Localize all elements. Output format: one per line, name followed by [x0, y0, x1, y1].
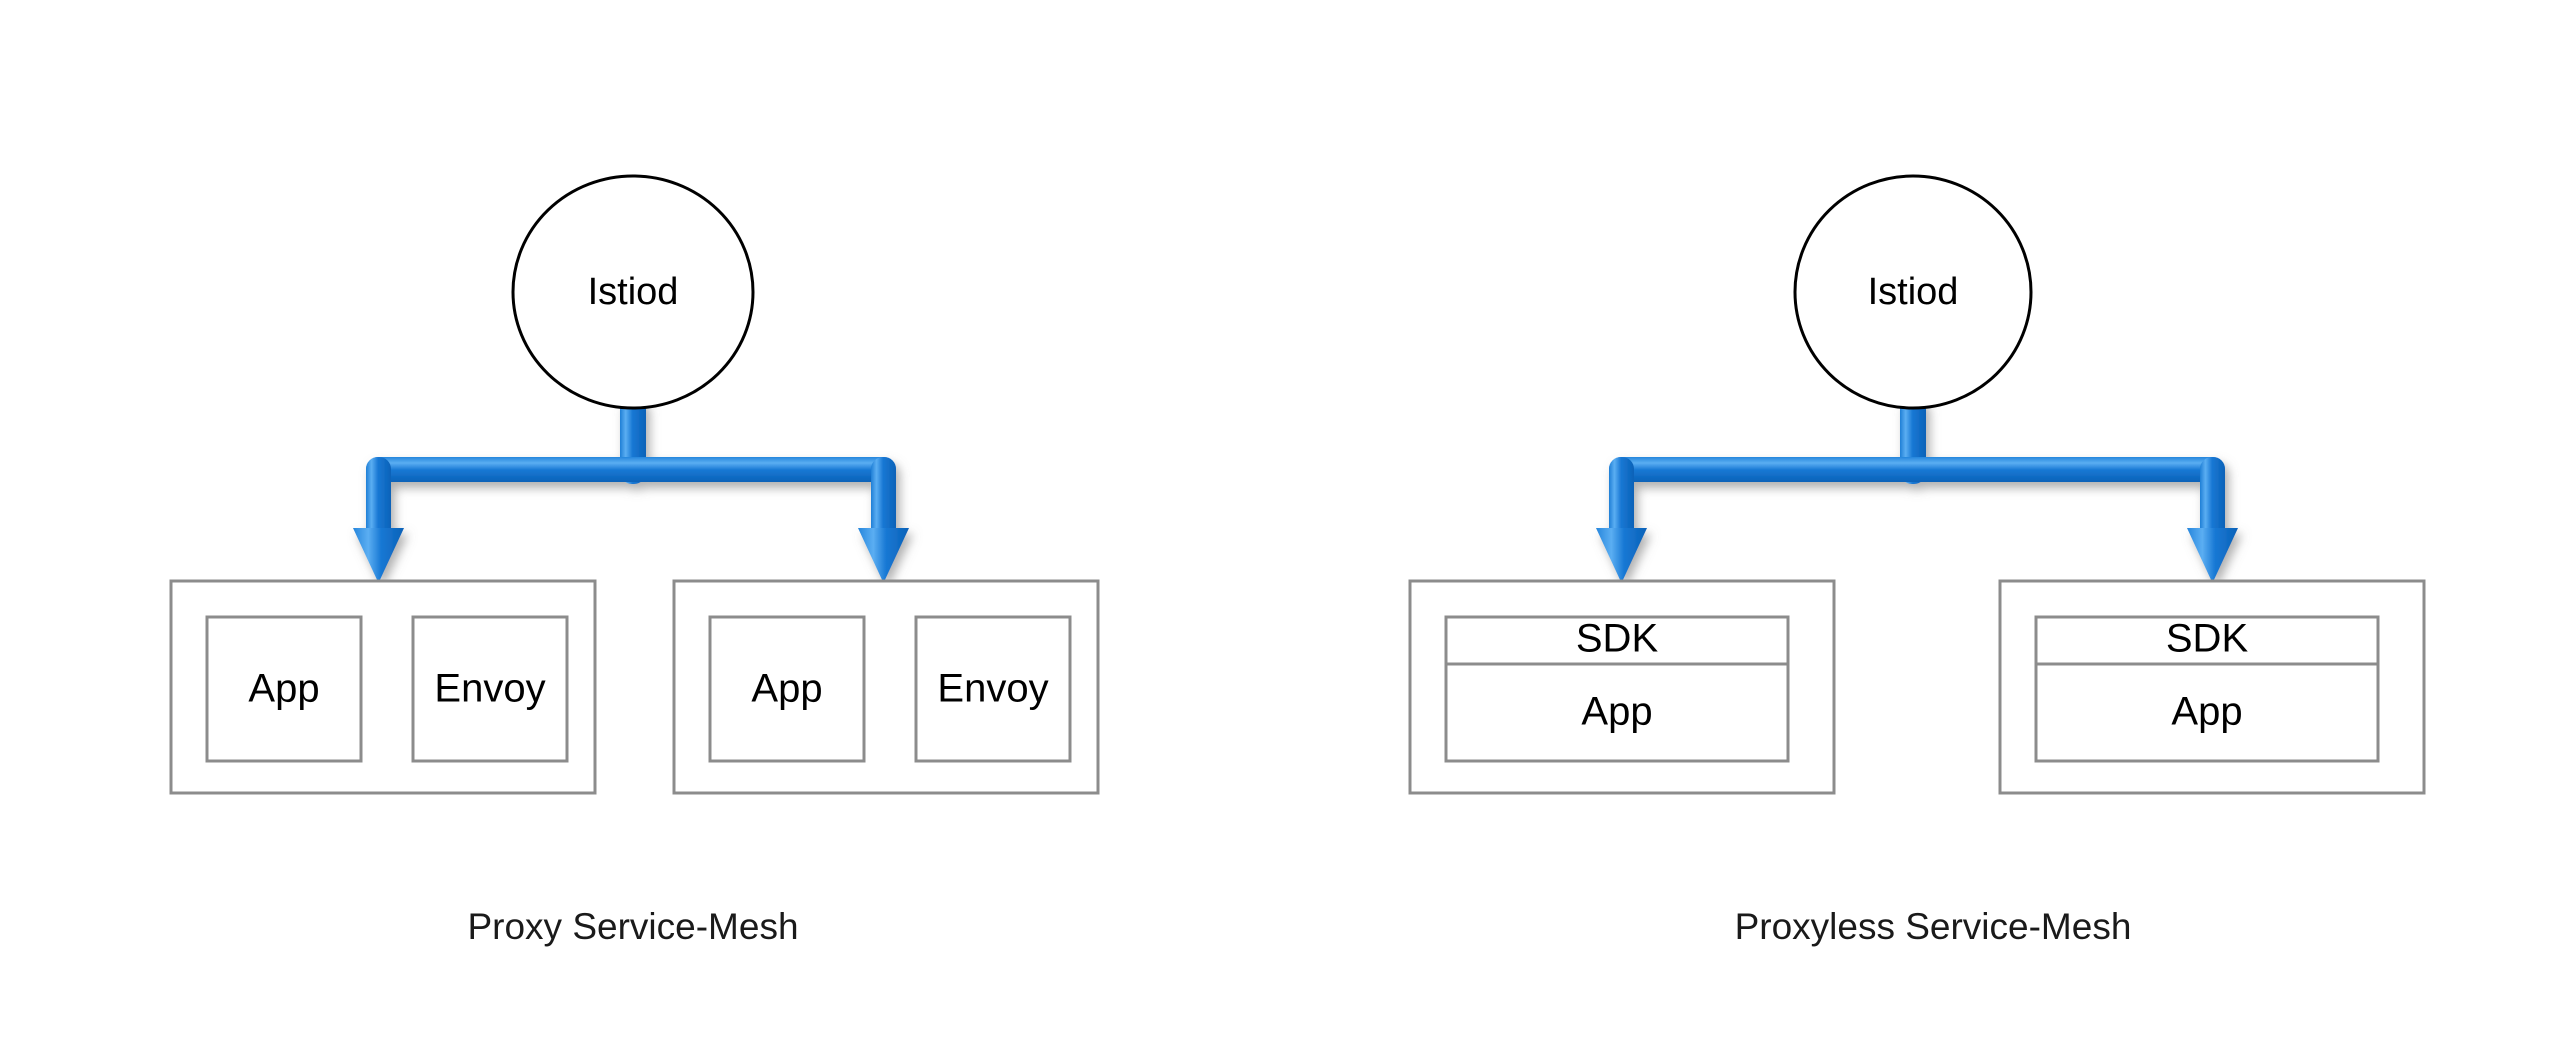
container-left-1-envoy-label: Envoy — [434, 667, 545, 711]
container-left-1-envoy-box — [411, 615, 569, 763]
container-right-1-sdk-label: SDK — [1576, 617, 1659, 661]
container-right-2-app-box — [2034, 662, 2380, 763]
container-left-2-app-box — [708, 615, 866, 763]
container-left-2-envoy-label: Envoy — [937, 667, 1048, 711]
istiod-label-right: Istiod — [1868, 271, 1959, 313]
container-left-1-app-box — [205, 615, 363, 763]
connector-drop-right-2 — [2200, 457, 2225, 542]
connector-group-left — [353, 396, 909, 583]
connector-drop-right-1 — [1609, 457, 1634, 542]
container-left-2-envoy-box — [914, 615, 1072, 763]
container-right-2-sdk-box — [2034, 615, 2380, 666]
caption-proxyless-service-mesh: Proxyless Service-Mesh — [1735, 906, 2132, 947]
panel-proxy-service-mesh: Istiod App Envoy App Envoy Proxy Service… — [169, 174, 1100, 947]
container-right-2-sdk-label: SDK — [2166, 617, 2249, 661]
arrowhead-right-1 — [1596, 528, 1647, 583]
arrowhead-left-1 — [353, 528, 404, 583]
connector-drop-left-2 — [871, 457, 896, 542]
pod-right-1[interactable]: SDK App — [1408, 579, 1836, 795]
connector-drop-left-1 — [366, 457, 391, 542]
istiod-label-left: Istiod — [588, 271, 679, 313]
istiod-node-right[interactable] — [1793, 174, 2033, 410]
connector-bar-horizontal-right — [1609, 457, 2225, 482]
panel-proxyless-service-mesh: Istiod SDK App SDK App Proxyless Service… — [1408, 174, 2426, 947]
container-right-1-app-box — [1444, 662, 1790, 763]
pod-left-1[interactable]: App Envoy — [169, 579, 597, 795]
container-right-2-app-label: App — [2171, 690, 2242, 734]
container-right-1-app-label: App — [1581, 690, 1652, 734]
pod-left-2[interactable]: App Envoy — [672, 579, 1100, 795]
container-left-2-app-label: App — [751, 667, 822, 711]
caption-proxy-service-mesh: Proxy Service-Mesh — [467, 906, 798, 947]
istiod-node-left[interactable] — [511, 174, 755, 410]
arrowhead-right-2 — [2187, 528, 2238, 583]
connector-group-right — [1596, 396, 2238, 583]
container-left-1-app-label: App — [248, 667, 319, 711]
arrowhead-left-2 — [858, 528, 909, 583]
pod-right-2[interactable]: SDK App — [1998, 579, 2426, 795]
connector-bar-horizontal-left — [366, 457, 896, 482]
